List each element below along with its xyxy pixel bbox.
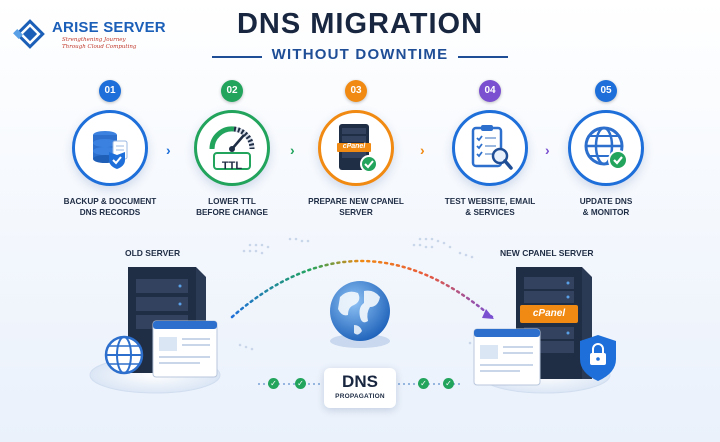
- page-title: DNS MIGRATION: [236, 8, 484, 40]
- lock-shield-icon: [580, 335, 616, 381]
- ttl-gauge-icon: [209, 126, 255, 170]
- step-label-line1: PREPARE NEW CPANEL: [308, 197, 404, 206]
- step-label: LOWER TTL BEFORE CHANGE: [172, 196, 292, 218]
- checklist-magnifier-icon: [471, 125, 513, 170]
- step-number: 04: [479, 80, 501, 102]
- step-label: TEST WEBSITE, EMAIL & SERVICES: [430, 196, 550, 218]
- migration-arc: [230, 259, 494, 319]
- step-label-line1: UPDATE DNS: [579, 197, 633, 206]
- subtitle-decor-lines: [212, 56, 508, 58]
- database-shield-icon: [93, 131, 128, 169]
- chevron-right-icon: ›: [290, 142, 295, 158]
- step-icon-circle: [568, 110, 644, 186]
- step-3: 03 cPanel PREPARE NEW CPANEL SERVER: [296, 80, 416, 218]
- arrowhead-icon: [482, 309, 494, 319]
- step-label-line2: DNS RECORDS: [79, 208, 141, 217]
- cpanel-text: cPanel: [342, 143, 366, 150]
- new-server-label: NEW CPANEL SERVER: [500, 248, 594, 258]
- migration-illustration: [89, 237, 616, 394]
- page-subtitle: WITHOUT DOWNTIME: [271, 46, 449, 63]
- step-icon-circle: [72, 110, 148, 186]
- old-server-rack-icon: [104, 267, 218, 378]
- old-server-label: OLD SERVER: [125, 248, 181, 258]
- ttl-text: TTL: [221, 160, 243, 172]
- cpanel-badge: cPanel: [532, 308, 566, 319]
- step-5: 05 UPDATE DNS & MONITOR: [546, 80, 666, 218]
- step-label-line2: SERVER: [339, 208, 373, 217]
- step-label-line2: BEFORE CHANGE: [196, 208, 268, 217]
- dns-subtitle: PROPAGATION: [335, 393, 385, 400]
- chevron-right-icon: ›: [545, 142, 550, 158]
- new-server-rack-icon: [473, 267, 592, 386]
- brand-name: ARISE SERVER: [52, 19, 166, 36]
- dns-title: DNS: [342, 372, 378, 391]
- step-4: 04 TEST WEBSITE, EMAIL & SERVICES: [430, 80, 550, 218]
- step-label: UPDATE DNS & MONITOR: [546, 196, 666, 218]
- step-icon-circle: [452, 110, 528, 186]
- brand-tagline: Strengthening Journey Through Cloud Comp…: [62, 37, 137, 50]
- globe-icon: [330, 281, 390, 341]
- globe-check-icon: [584, 126, 628, 170]
- step-icon-circle: cPanel: [318, 110, 394, 186]
- brand-logo: ARISE SERVER Strengthening Journey Throu…: [12, 12, 166, 52]
- dns-propagation-box: DNS PROPAGATION: [324, 368, 396, 408]
- step-label-line2: & SERVICES: [465, 208, 515, 217]
- check-icon: ✓: [268, 378, 279, 389]
- step-number: 03: [345, 80, 367, 102]
- chevron-right-icon: ›: [420, 142, 425, 158]
- check-icon: ✓: [295, 378, 306, 389]
- check-icon: ✓: [418, 378, 429, 389]
- step-icon-circle: TTL: [194, 110, 270, 186]
- step-label-line1: TEST WEBSITE, EMAIL: [444, 197, 536, 206]
- logo-diamond-icon: [13, 19, 45, 49]
- step-number: 02: [221, 80, 243, 102]
- step-label-line1: LOWER TTL: [208, 197, 256, 206]
- cpanel-server-icon: [337, 124, 378, 173]
- step-number: 05: [595, 80, 617, 102]
- step-2: 02 TTL LOWER TTL BEFORE CHANGE: [172, 80, 292, 218]
- step-number: 01: [99, 80, 121, 102]
- step-label: BACKUP & DOCUMENT DNS RECORDS: [50, 196, 170, 218]
- step-label-line1: BACKUP & DOCUMENT: [63, 197, 157, 206]
- step-label-line2: & MONITOR: [582, 208, 630, 217]
- check-icon: ✓: [443, 378, 454, 389]
- step-label: PREPARE NEW CPANEL SERVER: [296, 196, 416, 218]
- step-1: 01 BACKUP & DOCUMENT DNS RECORDS: [50, 80, 170, 218]
- chevron-right-icon: ›: [166, 142, 171, 158]
